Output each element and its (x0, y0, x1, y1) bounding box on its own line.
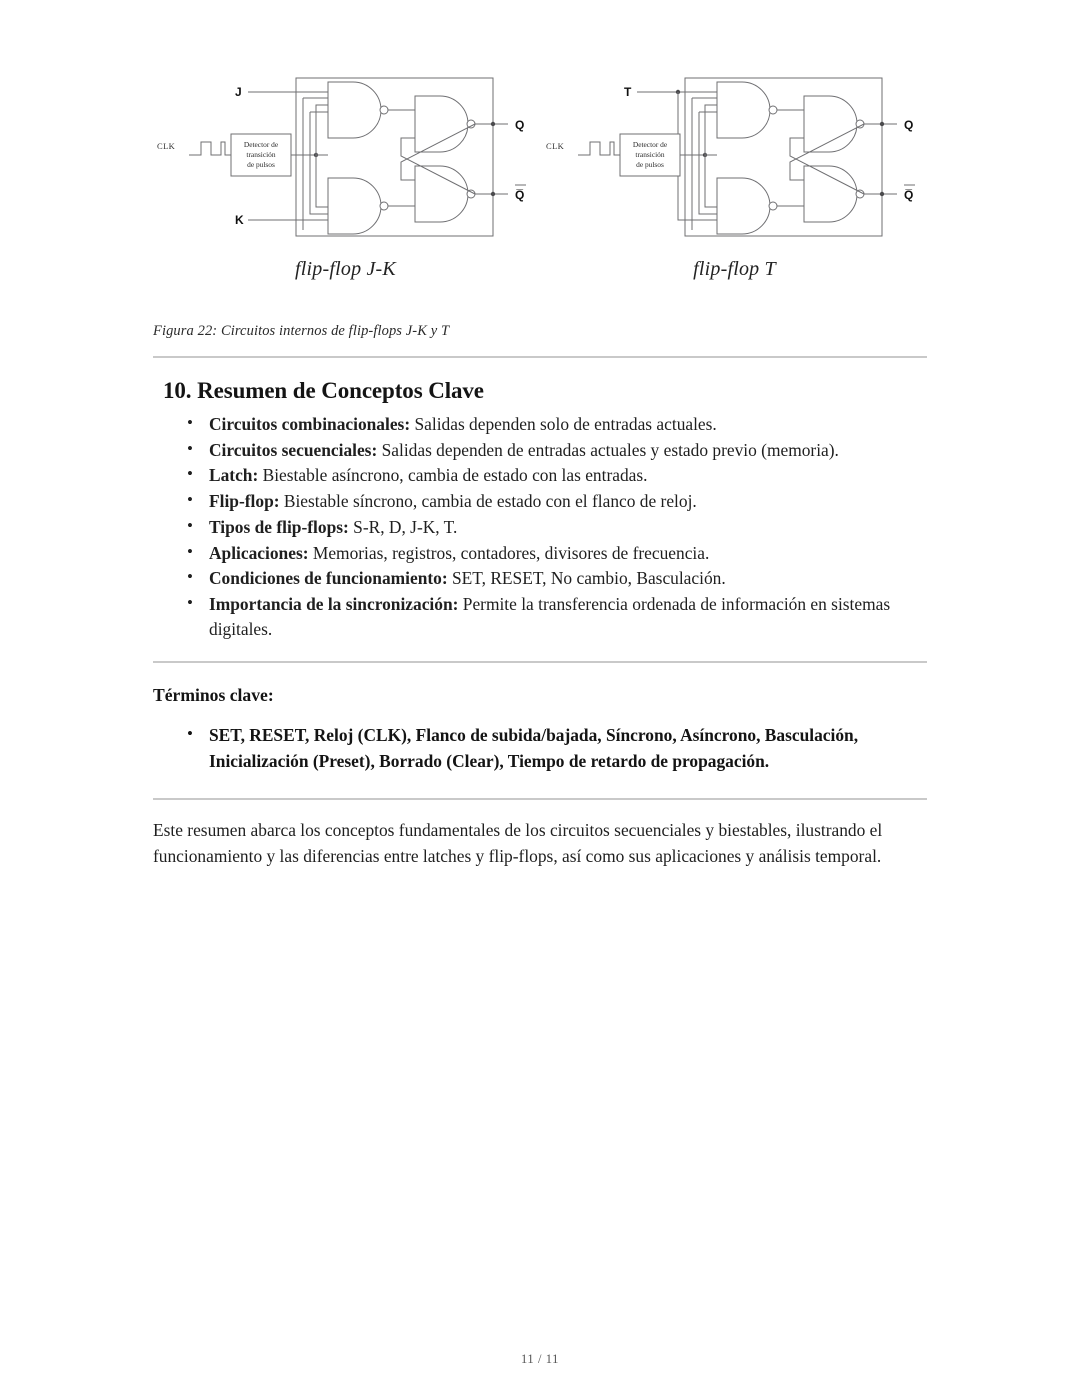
input-label-t: T (624, 85, 632, 99)
nand-gate-output-q (803, 95, 858, 153)
caption-flip-flop-t: flip-flop T (693, 258, 776, 280)
concept-list: Circuitos combinacionales: Salidas depen… (153, 411, 927, 641)
list-item-term: Circuitos combinacionales: (209, 414, 411, 434)
list-item-text: SET, RESET, No cambio, Basculación. (447, 568, 726, 589)
detector-line-3: de pulsos (247, 160, 275, 169)
list-item: Tipos de flip-flops: S-R, D, J-K, T. (187, 514, 927, 540)
list-item-term: Flip-flop: (209, 491, 280, 512)
circuit-flip-flop-jk: J K CLK Detector de transición de pulsos (153, 60, 538, 281)
page-footer: 11 / 11 (0, 1352, 1080, 1367)
nand-gate-lower-input (327, 177, 382, 235)
key-terms-list: SET, RESET, Reloj (CLK), Flanco de subid… (153, 721, 927, 774)
nand-gate-lower-input (716, 177, 771, 235)
figure-22: J K CLK Detector de transición de pulsos (153, 0, 927, 340)
list-item: Circuitos combinacionales: Salidas depen… (187, 411, 927, 437)
list-item-text: Permite la transferencia ordenada de inf… (209, 593, 891, 639)
list-item: Importancia de la sincronización: Permit… (187, 591, 927, 641)
list-item: Circuitos secuenciales: Salidas dependen… (187, 437, 927, 463)
list-item: Aplicaciones: Memorias, registros, conta… (187, 540, 927, 566)
divider-above-terms (153, 661, 927, 664)
circuit-flip-flop-t: T CLK Detector de transición de pulsos (542, 60, 927, 281)
nand-gate-output-qbar (414, 165, 469, 223)
nand-gate-output-qbar (803, 165, 858, 223)
detector-line-3: de pulsos (636, 160, 664, 169)
page-indicator: 11 / 11 (521, 1352, 559, 1366)
list-item-term: Circuitos secuenciales: (209, 439, 378, 460)
input-label-k: K (235, 213, 244, 227)
output-label-qbar: Q̅ (904, 188, 913, 202)
list-item-text: Memorias, registros, contadores, divisor… (308, 542, 710, 563)
output-label-q: Q (904, 118, 913, 132)
list-item-text: Salidas dependen de entradas actuales y … (377, 439, 839, 460)
nand-gate-output-q (414, 95, 469, 153)
detector-line-2: transición (635, 150, 664, 159)
list-item-text: Biestable síncrono, cambia de estado con… (279, 491, 697, 512)
closing-paragraph: Este resumen abarca los conceptos fundam… (153, 820, 883, 866)
list-item-term: Aplicaciones: (209, 542, 309, 563)
divider-above-section (153, 356, 927, 358)
list-item-term: Tipos de flip-flops: (209, 516, 349, 537)
output-label-q: Q (515, 118, 524, 132)
clock-label: CLK (546, 141, 565, 151)
terms-heading: Términos clave: (153, 685, 274, 706)
caption-flip-flop-jk: flip-flop J-K (295, 258, 396, 280)
figure-caption: Figura 22: Circuitos internos de flip-fl… (153, 323, 450, 339)
detector-line-1: Detector de (633, 140, 668, 149)
flip-flop-jk-schematic: J K CLK Detector de transición de pulsos (157, 77, 526, 237)
flip-flop-t-schematic: T CLK Detector de transición de pulsos (546, 77, 915, 237)
list-item-text: Biestable asíncrono, cambia de estado co… (258, 465, 648, 486)
list-item: SET, RESET, Reloj (CLK), Flanco de subid… (187, 721, 927, 774)
clock-label: CLK (157, 141, 176, 151)
list-item-term: Latch: (209, 465, 259, 486)
page-content: J K CLK Detector de transición de pulsos (153, 0, 927, 869)
nand-gate-upper-input (716, 81, 771, 139)
nand-gate-upper-input (327, 81, 382, 139)
output-label-qbar: Q̅ (515, 188, 524, 202)
list-item: Latch: Biestable asíncrono, cambia de es… (187, 462, 927, 488)
circuit-diagram-row: J K CLK Detector de transición de pulsos (153, 60, 927, 281)
detector-line-2: transición (246, 150, 275, 159)
list-item-text: Salidas dependen solo de entradas actual… (410, 414, 717, 434)
pulse-detector-box (230, 133, 292, 177)
list-item-text: S-R, D, J-K, T. (348, 516, 458, 537)
detector-line-1: Detector de (244, 140, 279, 149)
list-item: Flip-flop: Biestable síncrono, cambia de… (187, 488, 927, 514)
divider-above-closing (153, 798, 927, 801)
pulse-detector-box (619, 133, 681, 177)
input-label-j: J (235, 85, 242, 99)
section-heading: 10. Resumen de Conceptos Clave (163, 378, 484, 403)
list-item-term: Condiciones de funcionamiento: (209, 568, 448, 589)
list-item-term: Importancia de la sincronización: (209, 593, 459, 614)
list-item: Condiciones de funcionamiento: SET, RESE… (187, 565, 927, 591)
